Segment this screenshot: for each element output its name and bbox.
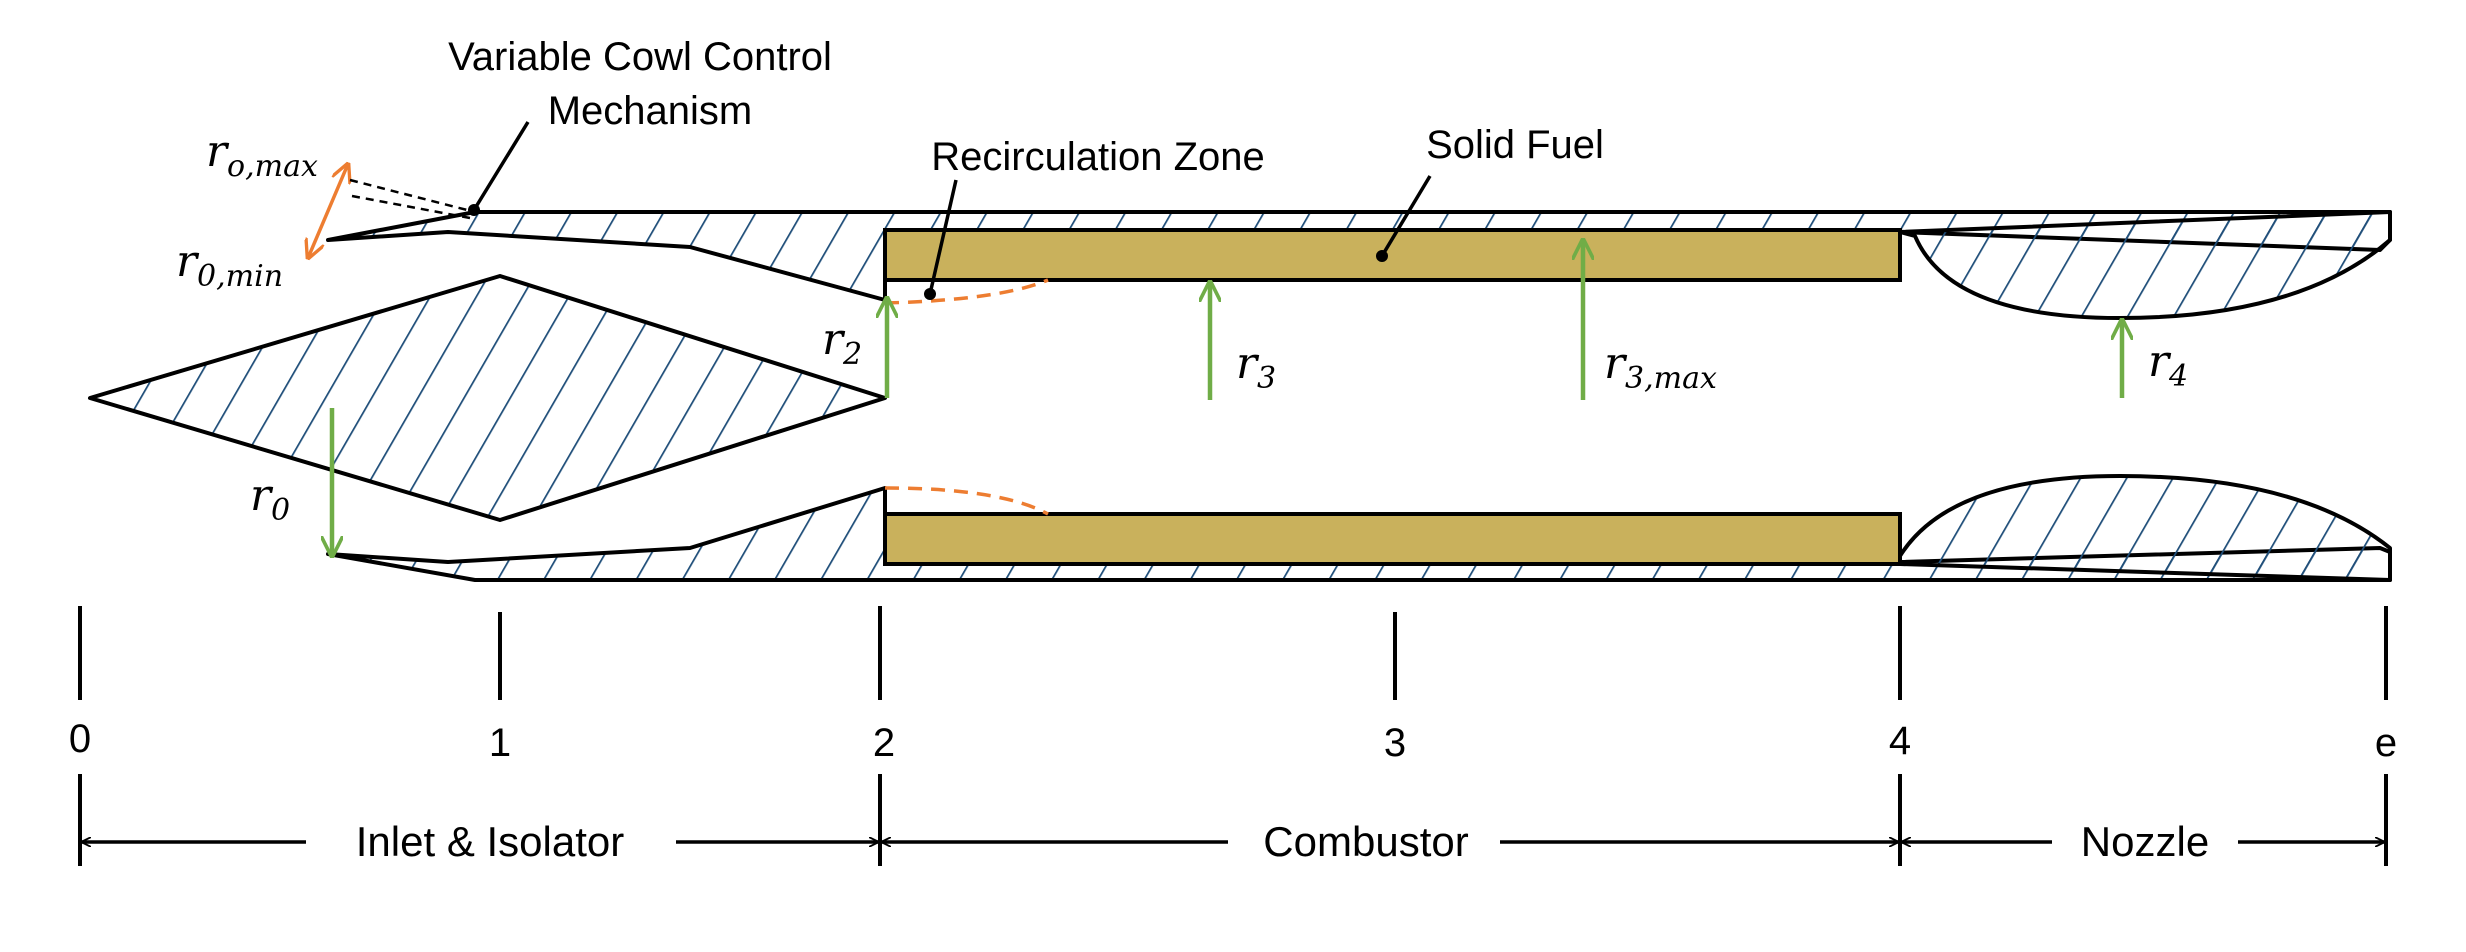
station-label-4: 4	[1889, 719, 1911, 763]
section-label-inlet: Inlet & Isolator	[356, 818, 624, 865]
label-r3max: r3,max	[1604, 338, 1717, 396]
cowl-dashed-line-2	[351, 194, 471, 220]
station-label-1: 1	[489, 721, 511, 765]
cowl-leader	[472, 121, 530, 211]
fuel-dot	[1376, 250, 1388, 262]
station-label-3: 3	[1384, 721, 1406, 765]
label-r-o-max: ro,max	[206, 126, 318, 184]
cowl-label-line2: Mechanism	[548, 89, 753, 133]
cowl-label-line1: Variable Cowl Control	[448, 35, 832, 79]
recirculation-zone-lower	[884, 486, 1049, 516]
fuel-label: Solid Fuel	[1426, 123, 1604, 167]
cowl-range-arrow	[308, 164, 348, 258]
recirculation-dot	[924, 288, 936, 300]
solid-fuel-lower	[883, 512, 1902, 566]
section-label-combustor: Combustor	[1263, 818, 1468, 865]
recirculation-label: Recirculation Zone	[931, 135, 1265, 179]
nozzle-upper	[1898, 210, 2392, 320]
center-body-spike	[88, 274, 887, 522]
label-r0: r0	[250, 470, 290, 528]
nozzle-lower	[1898, 474, 2392, 582]
recirculation-leader	[928, 179, 958, 295]
label-r4: r4	[2148, 336, 2188, 394]
fuel-leader	[1380, 175, 1432, 257]
cowl-dashed-line	[349, 178, 476, 214]
label-r3: r3	[1236, 338, 1276, 396]
station-label-e: e	[2375, 721, 2397, 765]
section-label-nozzle: Nozzle	[2081, 818, 2209, 865]
label-r-0-min: r0,min	[176, 236, 283, 294]
label-r2: r2	[822, 314, 862, 372]
station-label-2: 2	[873, 721, 895, 765]
recirculation-zone-upper	[884, 278, 1049, 305]
cowl-pivot-dot	[468, 204, 480, 216]
station-label-0: 0	[69, 717, 91, 761]
